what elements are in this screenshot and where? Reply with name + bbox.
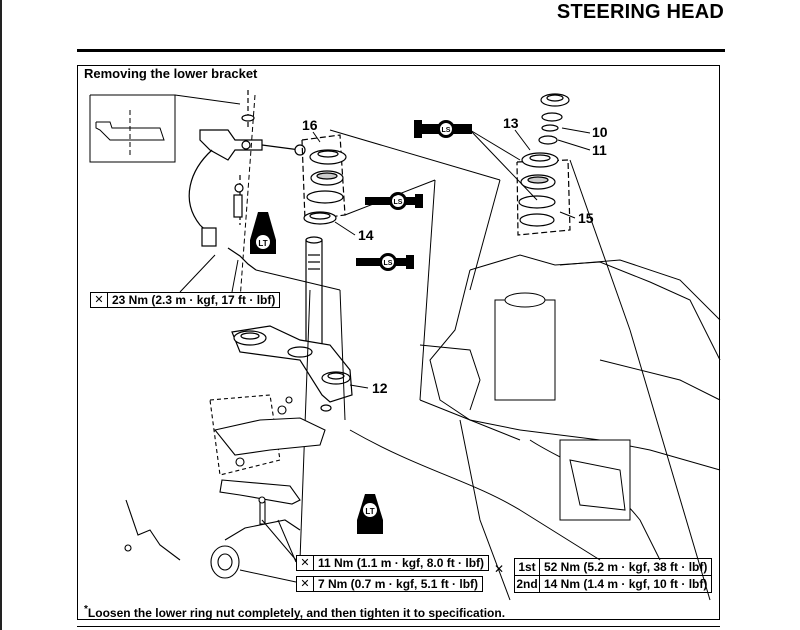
- footnote-mark: *: [84, 604, 88, 615]
- svg-text:LT: LT: [365, 507, 374, 516]
- wrench-icon: ✕: [494, 562, 505, 576]
- wrench-icon: ✕: [297, 556, 314, 570]
- lt-bottle-icon-lower: LT: [357, 494, 383, 534]
- figure-frame: [77, 65, 720, 620]
- svg-text:LS: LS: [394, 199, 403, 206]
- torque-sequence-table: 1st 52 Nm (5.2 m · kgf, 38 ft · lbf) 2nd…: [514, 558, 713, 593]
- callout-14: 14: [358, 227, 374, 243]
- torque-tag-11nm: ✕ 11 Nm (1.1 m · kgf, 8.0 ft · lbf): [296, 555, 490, 571]
- inset-box: [89, 94, 241, 163]
- ls-grease-icon-2: LS: [356, 253, 414, 271]
- sequence-row: 1st 52 Nm (5.2 m · kgf, 38 ft · lbf): [515, 559, 711, 575]
- callout-12: 12: [372, 380, 388, 396]
- bearing-stack-right: [516, 93, 571, 236]
- ls-grease-icon: LS: [365, 192, 423, 210]
- torque-tag-7nm: ✕ 7 Nm (0.7 m · kgf, 5.1 ft · lbf): [296, 576, 484, 592]
- torque-tag-23nm: ✕ 23 Nm (2.3 m · kgf, 17 ft · lbf): [90, 292, 281, 308]
- footnote: *Loosen the lower ring nut completely, a…: [84, 604, 506, 620]
- callout-11: 11: [592, 142, 607, 158]
- lower-parts: [124, 394, 326, 579]
- callout-10: 10: [592, 124, 608, 140]
- callout-15: 15: [578, 210, 594, 226]
- sequence-row: 2nd 14 Nm (1.4 m · kgf, 10 ft · lbf): [515, 575, 712, 592]
- torque-leaders: [179, 254, 297, 583]
- title-rule: [77, 49, 725, 52]
- steering-stem: [305, 236, 323, 351]
- page-left-edge: [0, 0, 2, 630]
- figure-caption: Removing the lower bracket: [84, 66, 258, 81]
- svg-text:LT: LT: [258, 239, 267, 248]
- svg-text:LS: LS: [384, 260, 393, 267]
- ls-grease-icon-3: LS: [414, 120, 472, 138]
- wrench-icon: ✕: [91, 293, 108, 307]
- frame-head: [419, 254, 721, 601]
- callout-leaders: [312, 127, 591, 389]
- lower-bracket: [231, 325, 353, 412]
- bottom-rule: [77, 626, 720, 627]
- callout-13: 13: [503, 115, 519, 131]
- callout-16: 16: [302, 117, 318, 133]
- lt-bottle-icon: LT: [250, 212, 276, 254]
- sensor-and-cable: [188, 90, 306, 271]
- callout-numbers: 16 14 13 10 11 15 12: [302, 115, 608, 396]
- wrench-icon: ✕: [297, 577, 314, 591]
- section-title: STEERING HEAD: [556, 1, 724, 23]
- bearing-stack-center: [301, 134, 347, 225]
- svg-text:LS: LS: [442, 127, 451, 134]
